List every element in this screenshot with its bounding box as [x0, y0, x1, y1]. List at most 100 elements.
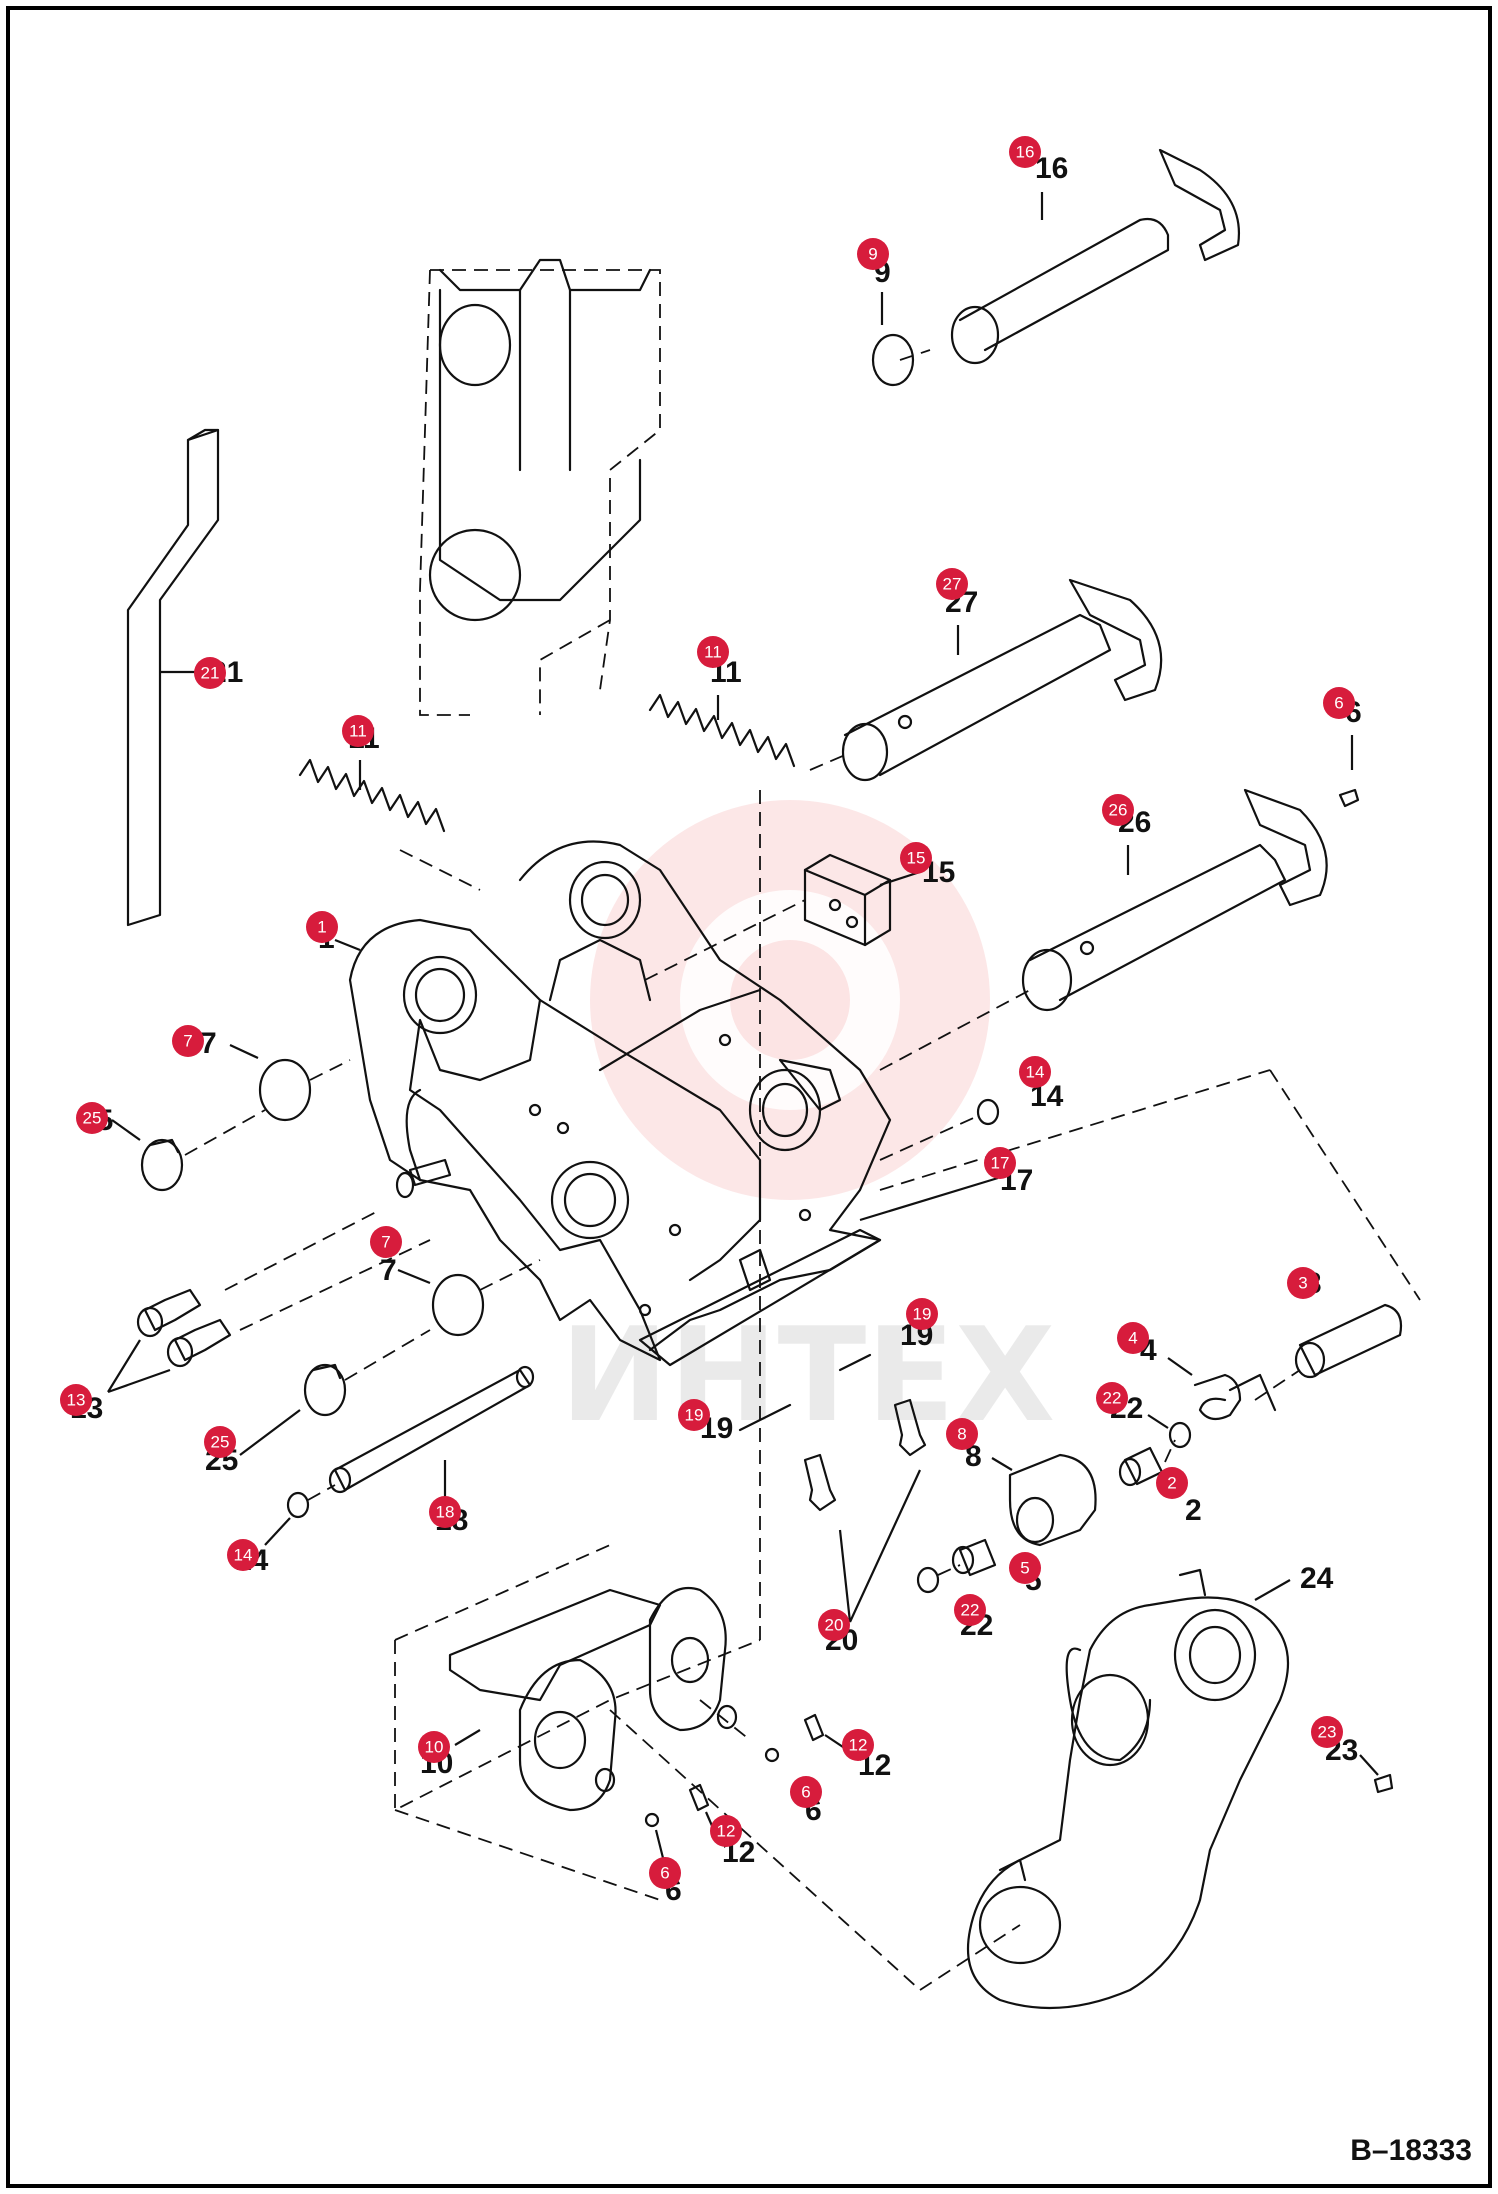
callout-7-lower[interactable]: 7 [370, 1226, 402, 1258]
callout-12-left[interactable]: 12 [710, 1815, 742, 1847]
watermark-text: ИНТЕХ [560, 1299, 1055, 1451]
callout-18[interactable]: 18 [429, 1496, 461, 1528]
grease-fitting-6-left [644, 1812, 660, 1828]
boom-arm-outline [419, 258, 661, 716]
svg-text:20: 20 [825, 1616, 844, 1635]
callout-27[interactable]: 27 [936, 568, 968, 600]
svg-text:8: 8 [957, 1425, 966, 1444]
svg-text:3: 3 [1298, 1274, 1307, 1293]
coupler-body-1 [348, 840, 1421, 1367]
pin-16 [899, 148, 1240, 365]
callout-10[interactable]: 10 [418, 1731, 450, 1763]
grease-fitting-23 [1373, 1773, 1394, 1794]
svg-text:9: 9 [868, 245, 877, 264]
callout-14-right[interactable]: 14 [1019, 1056, 1051, 1088]
rod-21 [126, 428, 220, 927]
callout-21[interactable]: 21 [194, 657, 226, 689]
svg-text:23: 23 [1318, 1723, 1337, 1742]
svg-text:14: 14 [1026, 1063, 1045, 1082]
callout-markers: 1 2 3 4 5 6 6 6 7 7 8 9 10 11 11 12 12 1… [60, 136, 1355, 1889]
clip-25-upper [140, 1109, 266, 1192]
callout-26[interactable]: 26 [1102, 794, 1134, 826]
label-16: 16 [1035, 152, 1068, 185]
pin-12-left [688, 1783, 710, 1812]
clip-25-lower [303, 1329, 431, 1417]
ring-7-lower [431, 1259, 541, 1337]
pin-27 [809, 578, 1163, 782]
callout-22-upper[interactable]: 22 [1096, 1382, 1128, 1414]
bolt-20-a [803, 1453, 837, 1512]
svg-text:14: 14 [234, 1546, 253, 1565]
svg-text:6: 6 [801, 1783, 810, 1802]
callout-22-lower[interactable]: 22 [954, 1594, 986, 1626]
svg-text:18: 18 [436, 1503, 455, 1522]
callout-17[interactable]: 17 [984, 1147, 1016, 1179]
label-24: 24 [1300, 1562, 1334, 1595]
callout-6-left[interactable]: 6 [649, 1857, 681, 1889]
svg-text:15: 15 [907, 849, 926, 868]
washer-22-lower [916, 1564, 961, 1594]
svg-text:21: 21 [201, 664, 220, 683]
svg-text:27: 27 [943, 575, 962, 594]
callout-16[interactable]: 16 [1009, 136, 1041, 168]
callout-25-lower[interactable]: 25 [204, 1426, 236, 1458]
grease-fitting-6-top [1338, 788, 1360, 808]
ring-14-left [286, 1484, 336, 1519]
svg-text:12: 12 [849, 1736, 868, 1755]
pin-26 [879, 788, 1328, 1071]
grease-fitting-6-right [764, 1747, 780, 1763]
callout-6-top[interactable]: 6 [1323, 687, 1355, 719]
callout-25-upper[interactable]: 25 [76, 1102, 108, 1134]
svg-text:22: 22 [1103, 1389, 1122, 1408]
callout-20[interactable]: 20 [818, 1609, 850, 1641]
bushing-8 [1008, 1453, 1097, 1547]
callout-14-left[interactable]: 14 [227, 1539, 259, 1571]
callout-11-right[interactable]: 11 [697, 636, 729, 668]
callout-5[interactable]: 5 [1009, 1552, 1041, 1584]
callout-11-left[interactable]: 11 [342, 715, 374, 747]
svg-text:19: 19 [685, 1406, 704, 1425]
bolt-20-b [893, 1398, 927, 1457]
callout-4[interactable]: 4 [1117, 1322, 1149, 1354]
spacer-5 [951, 1538, 997, 1577]
callout-7-upper[interactable]: 7 [172, 1025, 204, 1057]
washer-22-upper [1168, 1421, 1192, 1449]
callout-19-b[interactable]: 19 [678, 1399, 710, 1431]
callout-8[interactable]: 8 [946, 1418, 978, 1450]
svg-text:5: 5 [1020, 1559, 1029, 1578]
label-7-lower: 7 [380, 1254, 397, 1287]
svg-text:13: 13 [67, 1391, 86, 1410]
callout-19-a[interactable]: 19 [906, 1298, 938, 1330]
svg-text:11: 11 [349, 722, 367, 741]
ring-14-right [879, 1098, 1000, 1161]
svg-text:12: 12 [717, 1822, 736, 1841]
svg-text:22: 22 [961, 1601, 980, 1620]
svg-text:7: 7 [381, 1233, 390, 1252]
callout-6-right[interactable]: 6 [790, 1776, 822, 1808]
pin-12-right [803, 1713, 825, 1742]
callout-15[interactable]: 15 [900, 842, 932, 874]
callout-12-right[interactable]: 12 [842, 1729, 874, 1761]
pin-18 [328, 1365, 535, 1494]
callout-3[interactable]: 3 [1287, 1267, 1319, 1299]
svg-text:11: 11 [704, 643, 722, 662]
pin-19-a [838, 1353, 872, 1372]
link-24 [919, 1568, 1290, 2010]
svg-text:16: 16 [1016, 143, 1035, 162]
svg-text:1: 1 [317, 918, 326, 937]
svg-text:25: 25 [211, 1433, 230, 1452]
svg-text:17: 17 [991, 1154, 1010, 1173]
label-2: 2 [1185, 1494, 1202, 1527]
svg-text:26: 26 [1109, 801, 1128, 820]
callout-1[interactable]: 1 [306, 911, 338, 943]
callout-13[interactable]: 13 [60, 1384, 92, 1416]
callout-2[interactable]: 2 [1156, 1467, 1188, 1499]
bolts-13 [136, 1209, 431, 1368]
callout-23[interactable]: 23 [1311, 1716, 1343, 1748]
svg-text:7: 7 [183, 1032, 192, 1051]
pin-19-b [738, 1403, 792, 1432]
svg-text:2: 2 [1167, 1474, 1176, 1493]
callout-9[interactable]: 9 [857, 238, 889, 270]
